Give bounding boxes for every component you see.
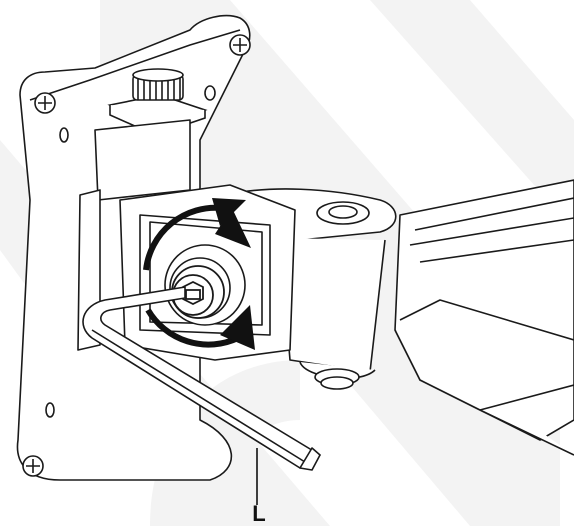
hex-bolt	[171, 265, 225, 319]
rotate-arrow-icon	[143, 204, 240, 348]
arm-body	[394, 179, 574, 456]
rotate-arrow-heads	[212, 198, 255, 350]
hex-key-icon	[82, 286, 321, 471]
callout-label-l: L	[252, 501, 266, 526]
tension-knob-icon	[107, 68, 208, 143]
